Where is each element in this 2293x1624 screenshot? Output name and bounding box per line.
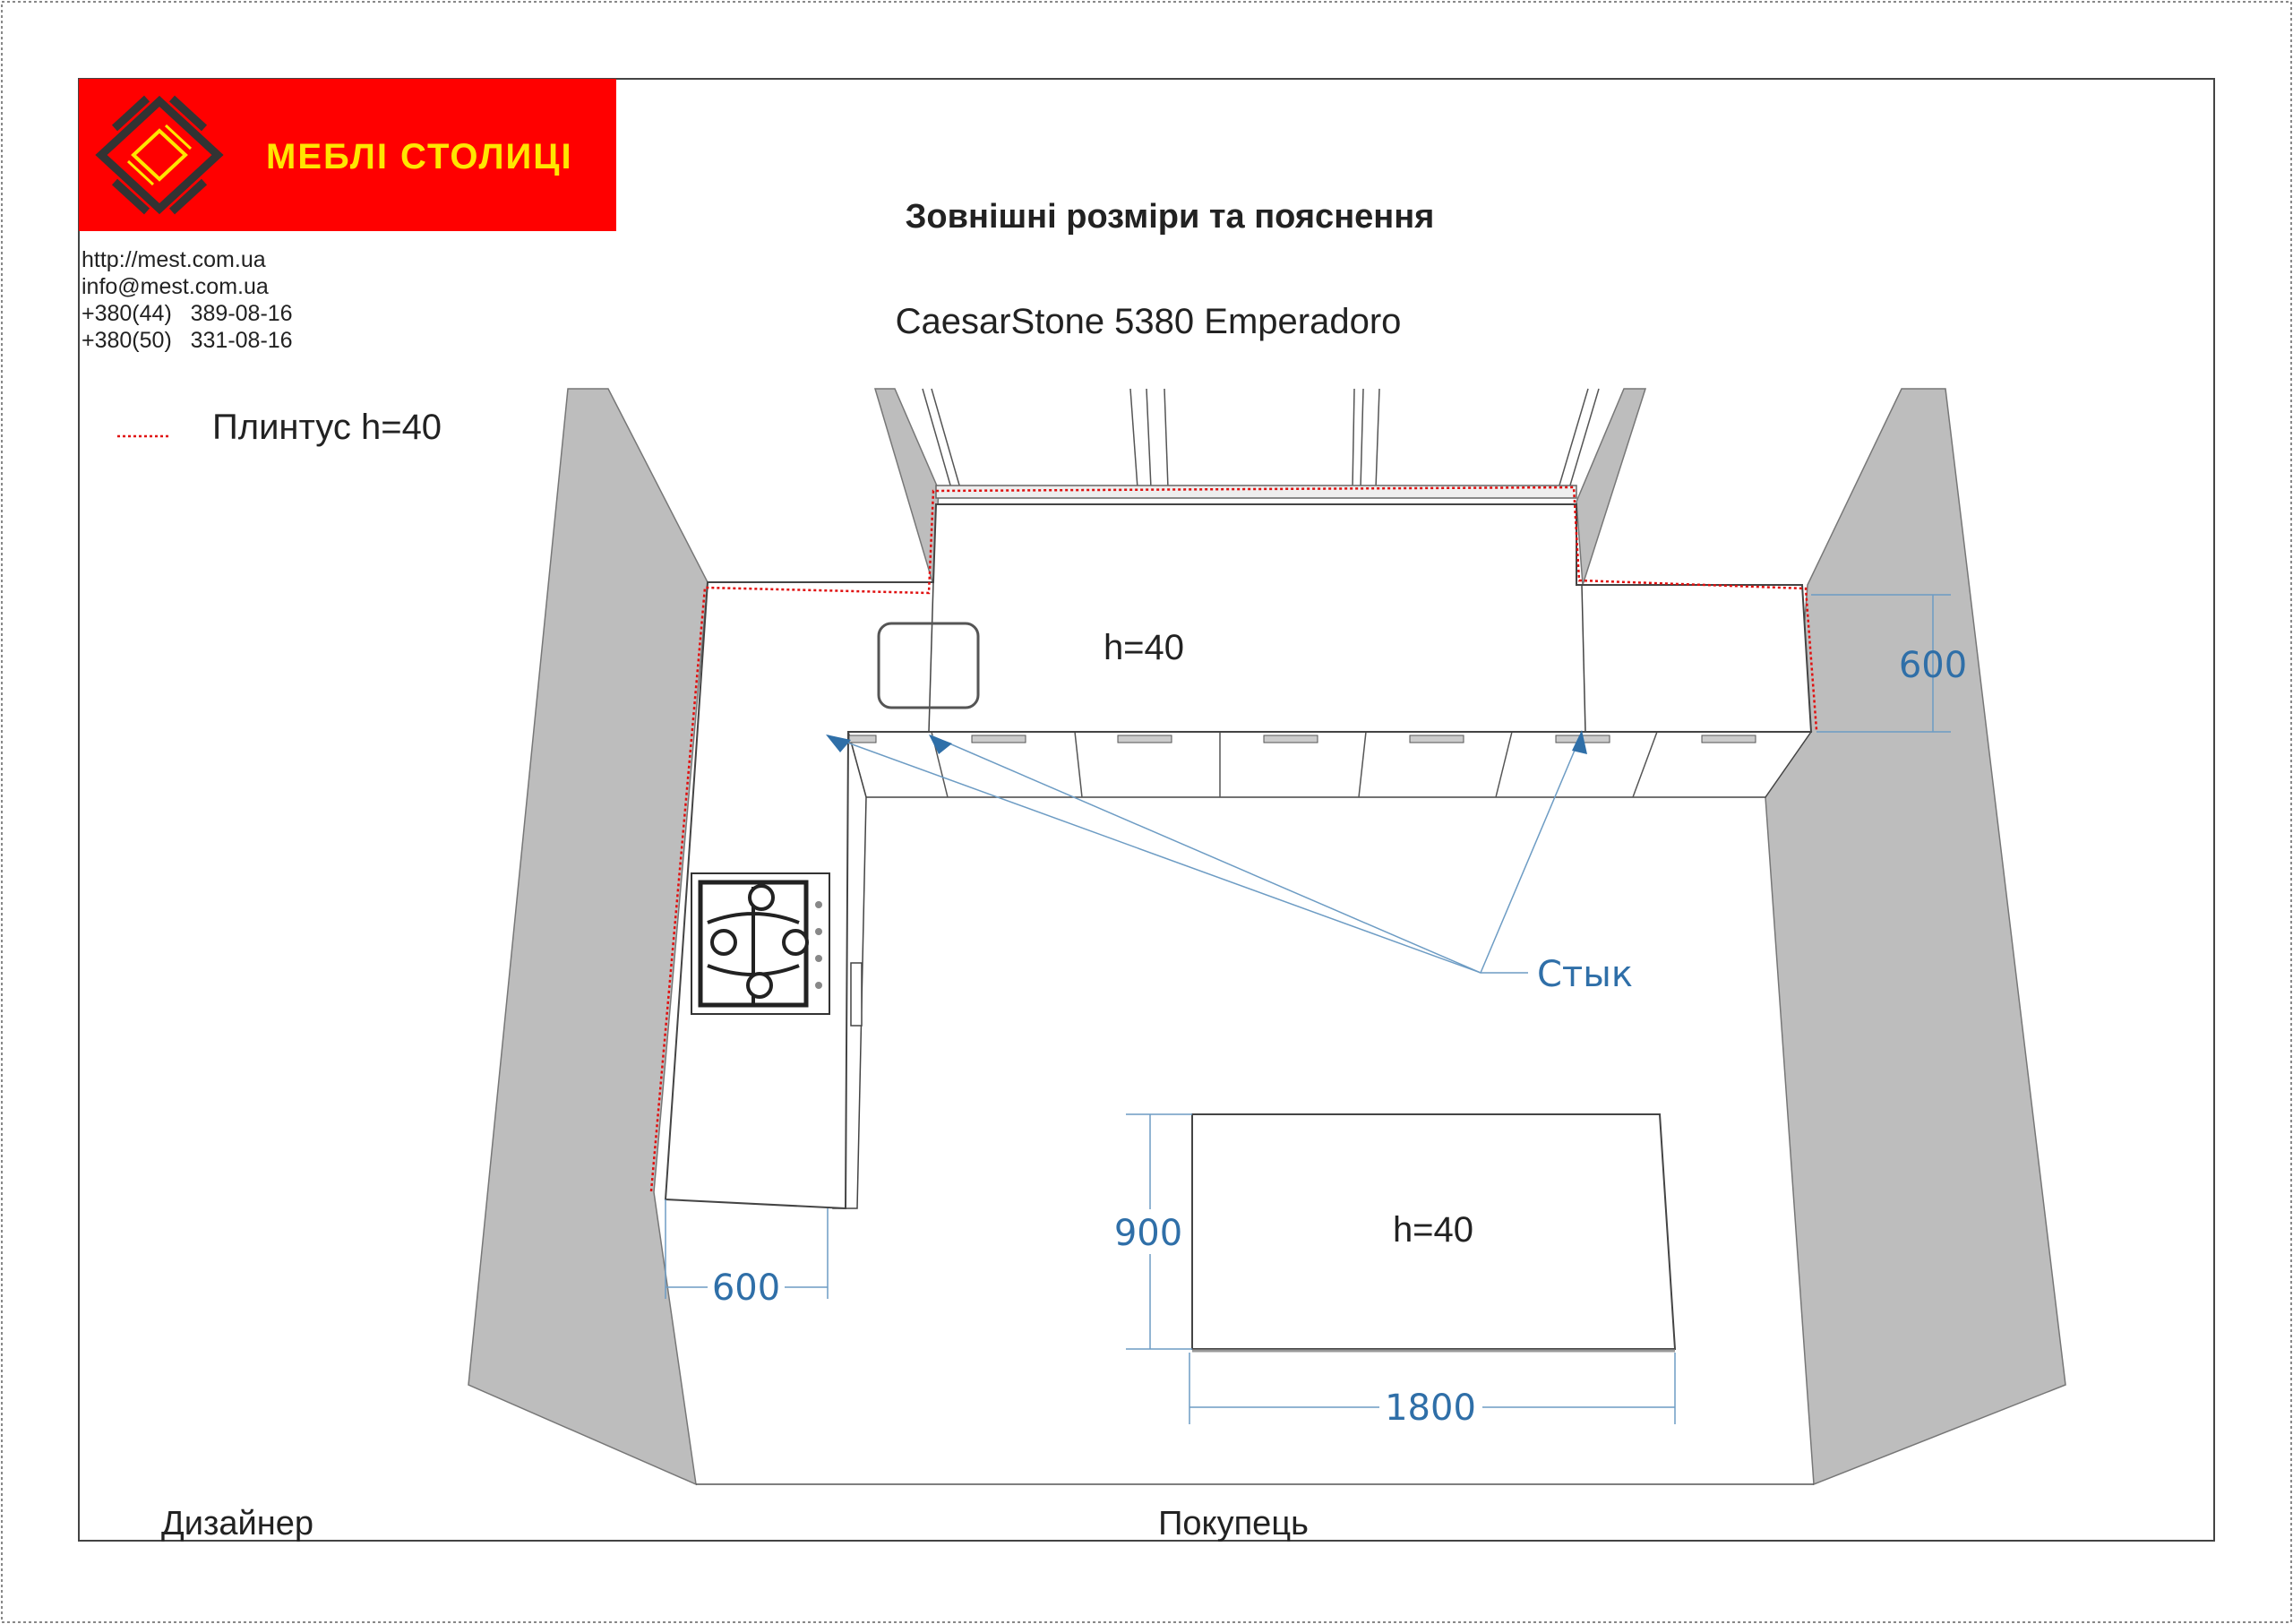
cabinet-door-lines bbox=[931, 731, 1658, 798]
burner-icon bbox=[748, 884, 775, 911]
dimension-left-depth: 600 bbox=[665, 1199, 829, 1309]
customer-signature-label: Покупець bbox=[1158, 1505, 1309, 1542]
page-title: Зовнішні розміри та пояснення bbox=[906, 198, 1435, 236]
arrow-icon bbox=[1572, 730, 1587, 754]
email-link[interactable]: info@mest.com.ua bbox=[82, 274, 269, 299]
countertop-joint-right bbox=[1581, 584, 1586, 733]
logo-brand-text: МЕБЛІ СТОЛИЦІ bbox=[266, 137, 573, 176]
dimension-island-length-value: 1800 bbox=[1385, 1388, 1476, 1429]
material-name: CaesarStone 5380 Emperadoro bbox=[896, 302, 1402, 341]
gas-hob bbox=[691, 872, 830, 1015]
company-logo: МЕБЛІ СТОЛИЦІ bbox=[79, 79, 616, 231]
window-jamb-right bbox=[1576, 388, 1647, 586]
dimension-right-depth-value: 600 bbox=[1899, 645, 1967, 686]
legend-plinth-label: Плинтус h=40 bbox=[212, 408, 442, 447]
arrow-icon bbox=[826, 735, 851, 752]
burner-icon bbox=[710, 929, 737, 956]
island bbox=[1191, 1113, 1677, 1350]
island-thickness-label: h=40 bbox=[1393, 1210, 1473, 1250]
dimension-island-depth-value: 900 bbox=[1114, 1213, 1182, 1254]
logo-emblem-icon bbox=[95, 95, 224, 215]
window-jamb-left bbox=[873, 388, 940, 586]
drawing-frame bbox=[78, 78, 2215, 1542]
phone-2: +380(50) 331-08-16 bbox=[82, 328, 293, 353]
joint-callout: Стык bbox=[826, 730, 1633, 995]
dimension-island-length: 1800 bbox=[1189, 1353, 1676, 1429]
dimension-right-depth: 600 bbox=[1811, 594, 1967, 733]
burner-icon bbox=[746, 972, 773, 999]
plinth-line bbox=[649, 485, 1818, 1192]
oven-handle bbox=[850, 962, 863, 1027]
sink bbox=[877, 622, 980, 709]
contact-info: http://mest.com.ua info@mest.com.ua +380… bbox=[82, 247, 293, 353]
designer-signature-label: Дизайнер bbox=[161, 1505, 313, 1542]
window-frame bbox=[922, 388, 1600, 499]
burner-icon bbox=[782, 929, 809, 956]
joint-label: Стык bbox=[1537, 954, 1633, 995]
legend-plinth: Плинтус h=40 bbox=[117, 408, 442, 447]
dimension-island-depth: 900 bbox=[1114, 1113, 1192, 1350]
countertop-thickness-label: h=40 bbox=[1104, 628, 1184, 667]
countertop bbox=[664, 503, 1813, 1210]
left-wall bbox=[468, 388, 709, 1486]
right-wall bbox=[1765, 388, 2066, 1486]
website-link[interactable]: http://mest.com.ua bbox=[82, 247, 266, 272]
arrow-icon bbox=[929, 735, 952, 754]
dimension-left-depth-value: 600 bbox=[712, 1267, 780, 1309]
phone-1: +380(44) 389-08-16 bbox=[82, 301, 293, 326]
